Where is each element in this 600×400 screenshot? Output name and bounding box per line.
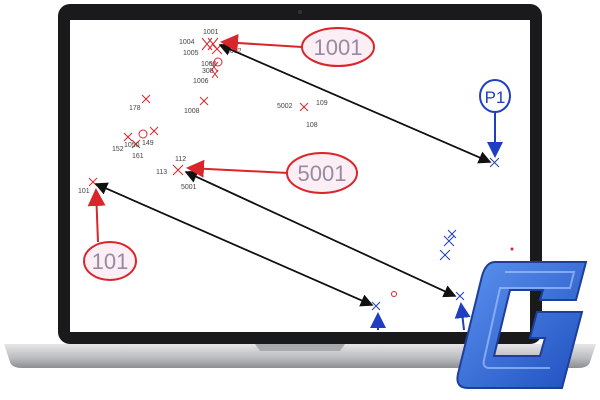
- label-1050: 1050: [124, 142, 140, 149]
- callout-1001: 1001: [220, 27, 375, 67]
- label-178: 178: [129, 105, 141, 112]
- label-305: 305: [202, 68, 214, 75]
- trackpad-notch: [255, 344, 345, 351]
- marker-red-small: [391, 291, 397, 297]
- label-149: 149: [142, 140, 154, 147]
- callout-label: 1001: [314, 35, 363, 60]
- callout-label: 101: [92, 249, 129, 274]
- label-101: 101: [78, 188, 90, 195]
- laptop-base: [4, 344, 596, 368]
- label-113: 113: [156, 169, 167, 176]
- label-109: 109: [316, 100, 328, 107]
- callout-label: 5001: [298, 161, 347, 186]
- label-161: 161: [132, 153, 144, 160]
- app-logo-g: [456, 261, 588, 389]
- label-108: 108: [306, 122, 318, 129]
- camera-icon: [298, 10, 302, 14]
- label-112: 112: [175, 156, 186, 163]
- callout-101: 101: [83, 188, 137, 281]
- connector-arrows: [94, 43, 492, 307]
- label-5002: 5002: [277, 103, 293, 110]
- label-152: 152: [112, 146, 124, 153]
- marker-red-small: [510, 247, 514, 251]
- label-1000: 1000: [201, 61, 217, 68]
- label-5001: 5001: [181, 184, 197, 191]
- callout-p1: P1: [479, 79, 511, 158]
- point-labels: 1001 1004 1005 1002 1000 305 1006 178 10…: [78, 29, 328, 195]
- label-1008: 1008: [184, 108, 200, 115]
- label-1006: 1006: [193, 78, 209, 85]
- blue-up-arrows: [370, 302, 471, 331]
- label-1004: 1004: [179, 39, 195, 46]
- survey-points-red: [88, 37, 309, 187]
- callout-5001: 5001: [186, 152, 358, 194]
- survey-points-blue: [371, 157, 500, 311]
- callout-label: P1: [485, 88, 506, 107]
- label-1005: 1005: [183, 50, 199, 57]
- label-1001: 1001: [203, 29, 219, 36]
